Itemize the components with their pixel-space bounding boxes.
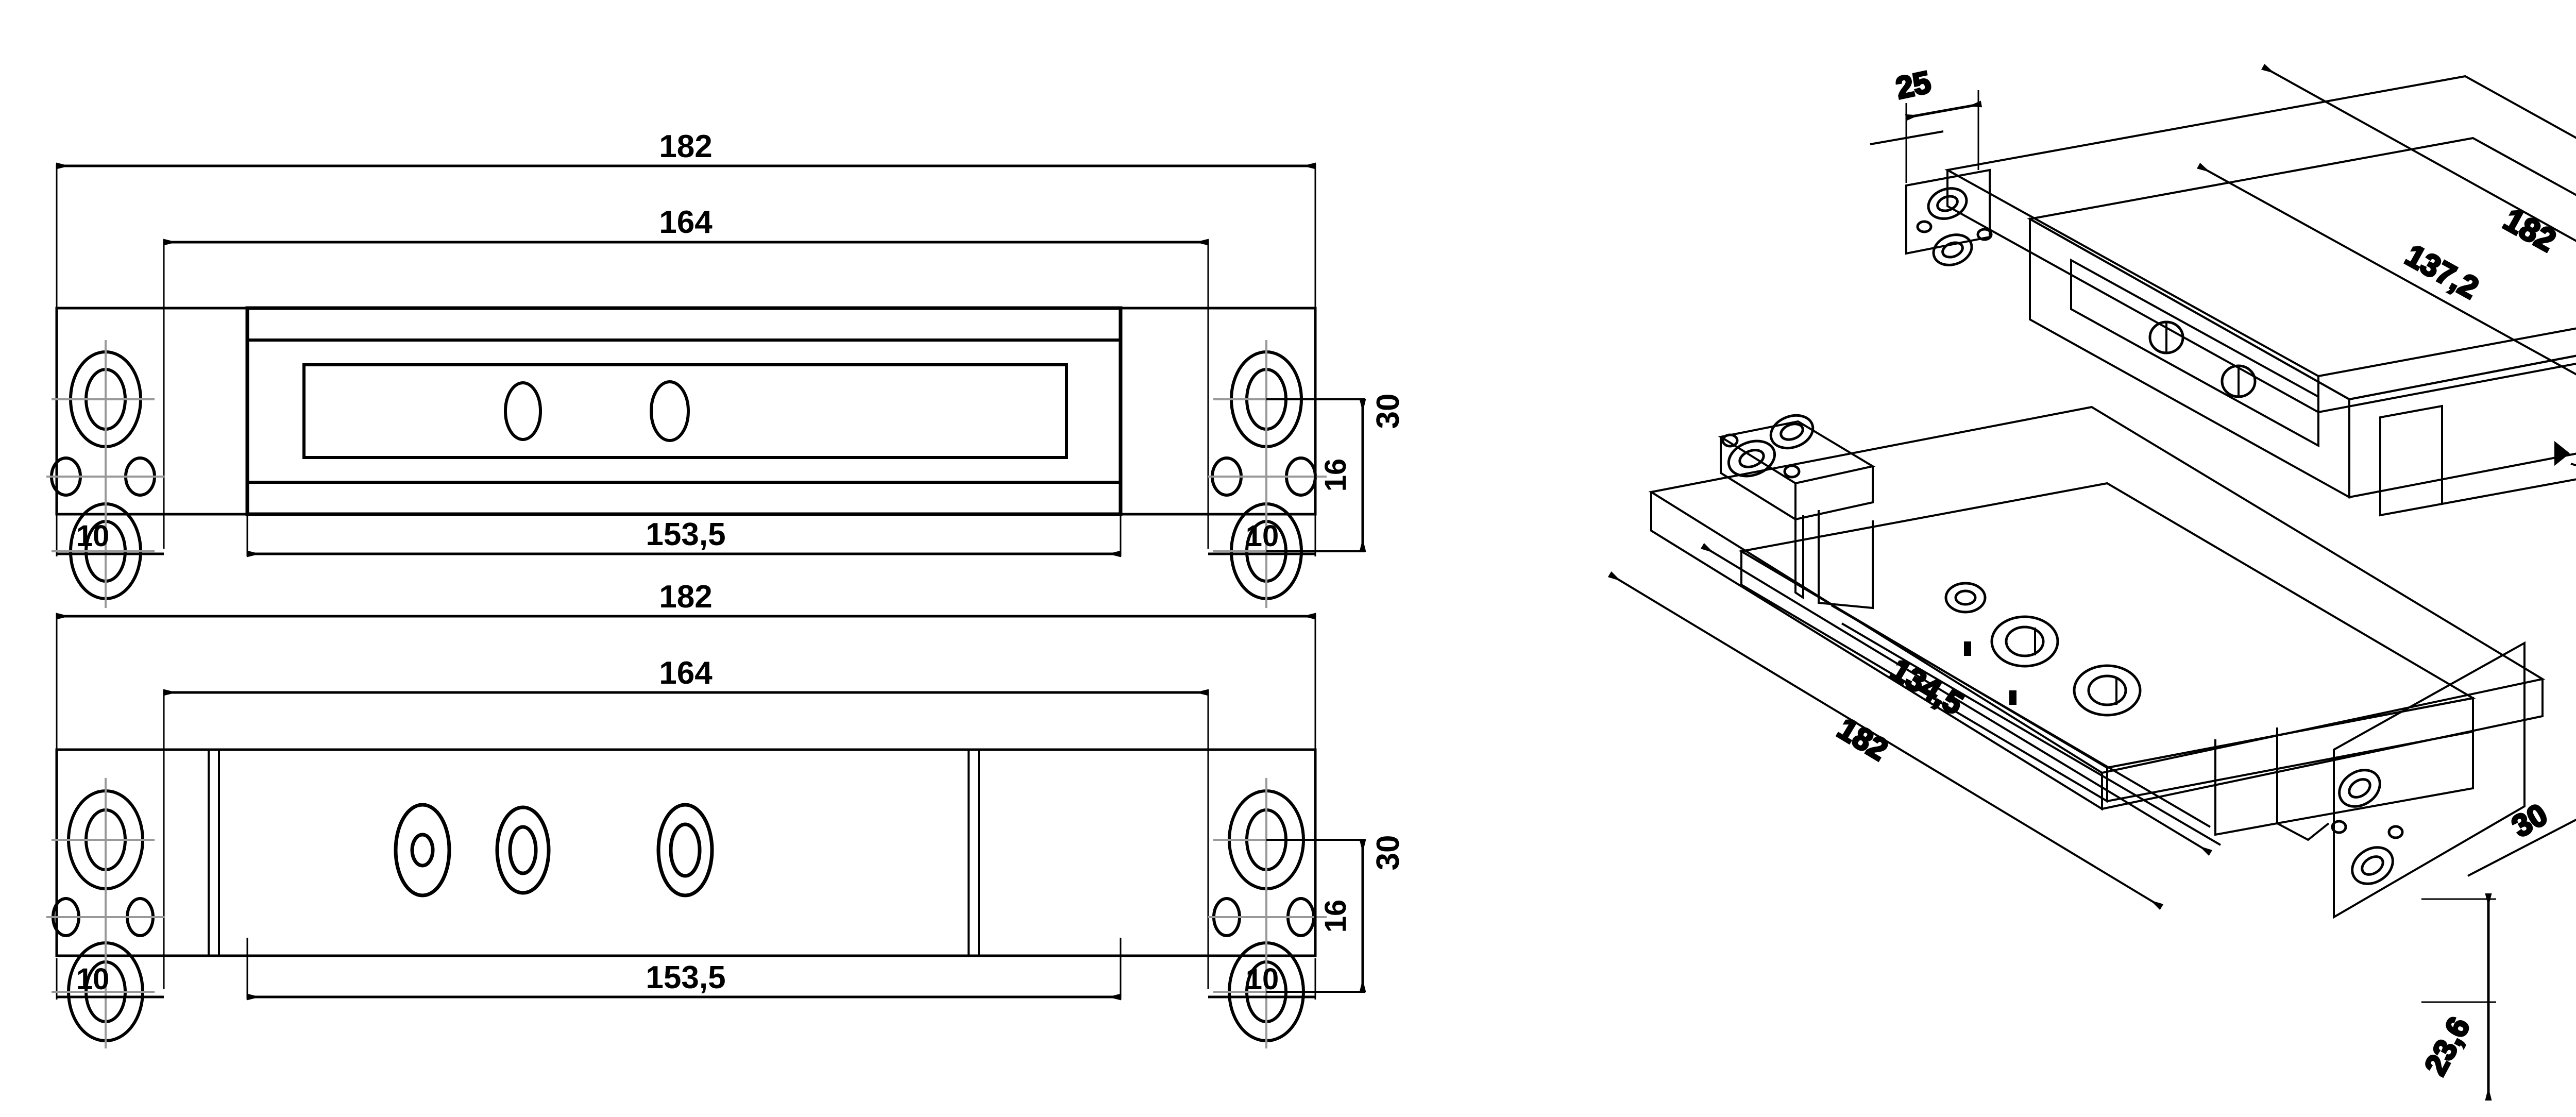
front-view: 182 164 xyxy=(46,129,1406,608)
dim-rear-10-right: 10 xyxy=(1208,962,1315,998)
dim-label-rear-164: 164 xyxy=(659,655,713,691)
dim-label-rear-10-right: 10 xyxy=(1246,962,1279,996)
dim-rear-16: 16 xyxy=(1266,839,1366,993)
dim-label-rear-16: 16 xyxy=(1319,900,1352,933)
dim-rear-30: 30 xyxy=(1314,750,1406,956)
dim-front-164: 164 xyxy=(163,205,1209,246)
rear-view-bosses xyxy=(394,803,714,898)
dim-rear-182: 182 xyxy=(56,579,1316,620)
dim-label-rear-182: 182 xyxy=(659,579,712,615)
dim-label-front-10-left: 10 xyxy=(76,519,110,553)
dim-label-rear-30: 30 xyxy=(1370,835,1406,871)
dim-rear-164: 164 xyxy=(163,655,1209,696)
dim-label-front-30: 30 xyxy=(1370,394,1406,429)
dim-front-10-right: 10 xyxy=(1208,519,1315,555)
dim-front-30: 30 xyxy=(1314,308,1406,514)
dim-front-16: 16 xyxy=(1266,398,1366,552)
front-view-left-centerlines xyxy=(46,340,165,608)
dim-label-iso-25: 25 xyxy=(1893,64,1934,105)
front-view-slot-holes xyxy=(504,380,690,442)
dim-label-rear-10-left: 10 xyxy=(76,962,110,996)
dim-rear-153-5: 153,5 xyxy=(247,960,1121,1001)
rear-view-left-centerlines xyxy=(46,778,165,1048)
dim-label-front-153-5: 153,5 xyxy=(646,517,725,552)
dim-front-10-left: 10 xyxy=(57,519,164,555)
dim-front-182: 182 xyxy=(56,129,1316,170)
dim-rear-10-left: 10 xyxy=(57,962,164,998)
dim-front-153-5: 153,5 xyxy=(247,517,1121,557)
dim-label-front-10-right: 10 xyxy=(1246,519,1279,553)
rear-view-right-centerlines xyxy=(1208,778,1327,1048)
dim-label-front-182: 182 xyxy=(659,129,712,164)
front-view-left-holes xyxy=(46,340,165,608)
rear-view-extension-lines xyxy=(56,613,1316,1000)
dim-label-front-16: 16 xyxy=(1319,459,1352,492)
dim-label-rear-153-5: 153,5 xyxy=(646,960,725,995)
dim-label-front-164: 164 xyxy=(659,205,713,240)
rear-view: 182 164 xyxy=(46,579,1406,1048)
rear-view-left-holes xyxy=(46,778,165,1048)
dim-iso-25: 25 xyxy=(1870,63,1982,183)
